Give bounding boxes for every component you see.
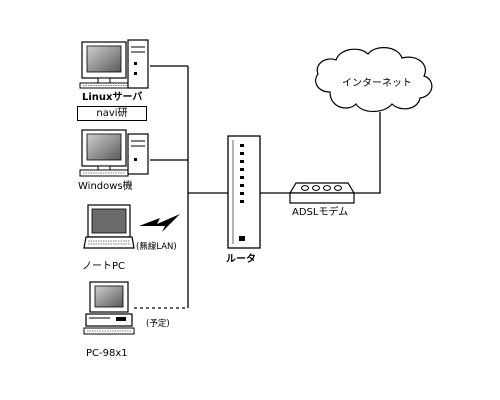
planned-note: (予定)	[146, 319, 170, 329]
connection-lines	[134, 65, 381, 309]
link-modem-internet	[354, 112, 381, 194]
pc98-label: PC-98x1	[86, 348, 128, 359]
router-label: ルータ	[226, 254, 256, 265]
linux-server-tag: navi研	[77, 106, 147, 121]
wireless-note: (無線LAN)	[136, 242, 177, 252]
internet-label: インターネット	[342, 78, 412, 89]
linux-server-icon	[79, 39, 149, 89]
modem-icon	[288, 182, 356, 204]
notebook-pc-icon	[83, 204, 135, 249]
windows-pc-label: Windows機	[78, 181, 133, 192]
router-icon	[227, 135, 261, 249]
notebook-pc-label: ノートPC	[82, 261, 126, 272]
linux-server-label: Linuxサーバ	[82, 92, 143, 103]
wireless-bolt-icon	[139, 214, 180, 232]
windows-pc-icon	[79, 129, 149, 177]
internet-cloud-icon	[315, 47, 433, 113]
pc98-icon	[83, 281, 135, 335]
adsl-modem-label: ADSLモデム	[292, 207, 349, 218]
